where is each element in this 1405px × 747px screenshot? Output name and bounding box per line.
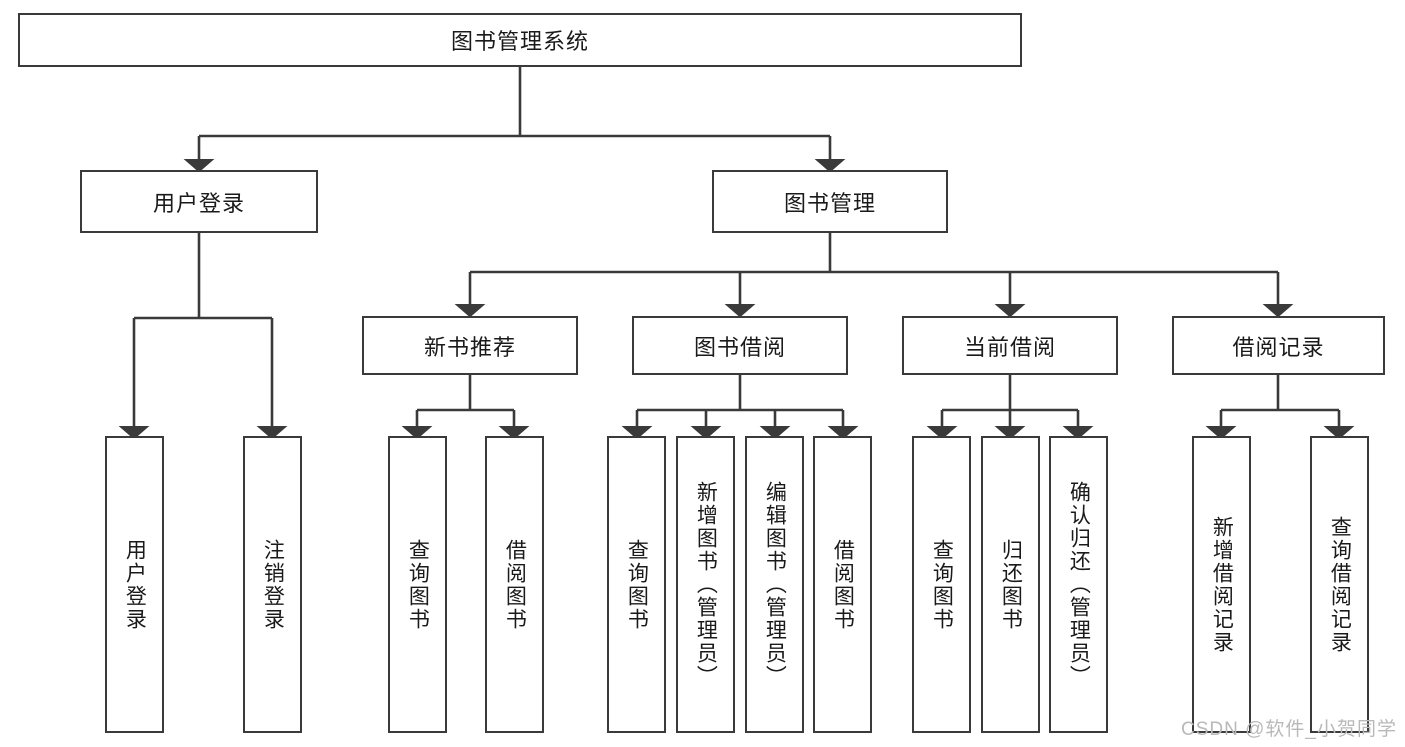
node-label: 借阅记录 — [1232, 334, 1325, 360]
node-label: 查询图书 — [625, 538, 649, 631]
node-current-borrow[interactable]: 当前借阅 — [902, 316, 1118, 375]
node-user-login[interactable]: 用户登录 — [80, 170, 318, 233]
node-borrow-record[interactable]: 借阅记录 — [1172, 316, 1385, 375]
node-label: 借阅图书 — [831, 538, 855, 631]
leaf-borrow-add-book[interactable]: 新增图书（管理员） — [676, 436, 735, 733]
leaf-recommend-query-book[interactable]: 查询图书 — [388, 436, 447, 733]
csdn-watermark: CSDN @软件_小贺同学 — [1181, 719, 1397, 740]
leaf-current-query-book[interactable]: 查询图书 — [912, 436, 971, 733]
node-label: 新增借阅记录 — [1210, 515, 1234, 654]
node-label: 图书管理 — [783, 190, 876, 216]
node-label: 新书推荐 — [423, 334, 516, 360]
node-label: 借阅图书 — [503, 538, 527, 631]
leaf-borrow-edit-book[interactable]: 编辑图书（管理员） — [745, 436, 804, 733]
leaf-record-query-record[interactable]: 查询借阅记录 — [1310, 436, 1369, 733]
node-label: 编辑图书（管理员） — [763, 481, 787, 688]
node-label: 查询借阅记录 — [1328, 515, 1352, 654]
node-label: 查询图书 — [930, 538, 954, 631]
leaf-current-confirm-return[interactable]: 确认归还（管理员） — [1049, 436, 1108, 733]
node-label: 新增图书（管理员） — [694, 481, 718, 688]
leaf-current-return-book[interactable]: 归还图书 — [981, 436, 1040, 733]
node-label: 确认归还（管理员） — [1067, 481, 1091, 688]
node-label: 用户登录 — [152, 190, 245, 216]
node-root-system[interactable]: 图书管理系统 — [18, 13, 1022, 67]
node-label: 注销登录 — [261, 538, 285, 631]
leaf-user-login[interactable]: 用户登录 — [105, 436, 164, 733]
leaf-borrow-query-book[interactable]: 查询图书 — [607, 436, 666, 733]
node-label: 图书管理系统 — [450, 29, 589, 54]
leaf-recommend-borrow-book[interactable]: 借阅图书 — [485, 436, 544, 733]
node-label: 当前借阅 — [963, 334, 1056, 360]
leaf-borrow-borrow-book[interactable]: 借阅图书 — [813, 436, 872, 733]
node-label: 归还图书 — [999, 538, 1023, 631]
node-book-borrow[interactable]: 图书借阅 — [632, 316, 848, 375]
node-label: 图书借阅 — [693, 334, 786, 360]
node-label: 查询图书 — [406, 538, 430, 631]
leaf-user-logout[interactable]: 注销登录 — [243, 436, 302, 733]
node-new-book-recommend[interactable]: 新书推荐 — [362, 316, 578, 375]
leaf-record-add-record[interactable]: 新增借阅记录 — [1192, 436, 1251, 733]
node-book-management[interactable]: 图书管理 — [712, 170, 948, 233]
node-label: 用户登录 — [123, 538, 147, 631]
